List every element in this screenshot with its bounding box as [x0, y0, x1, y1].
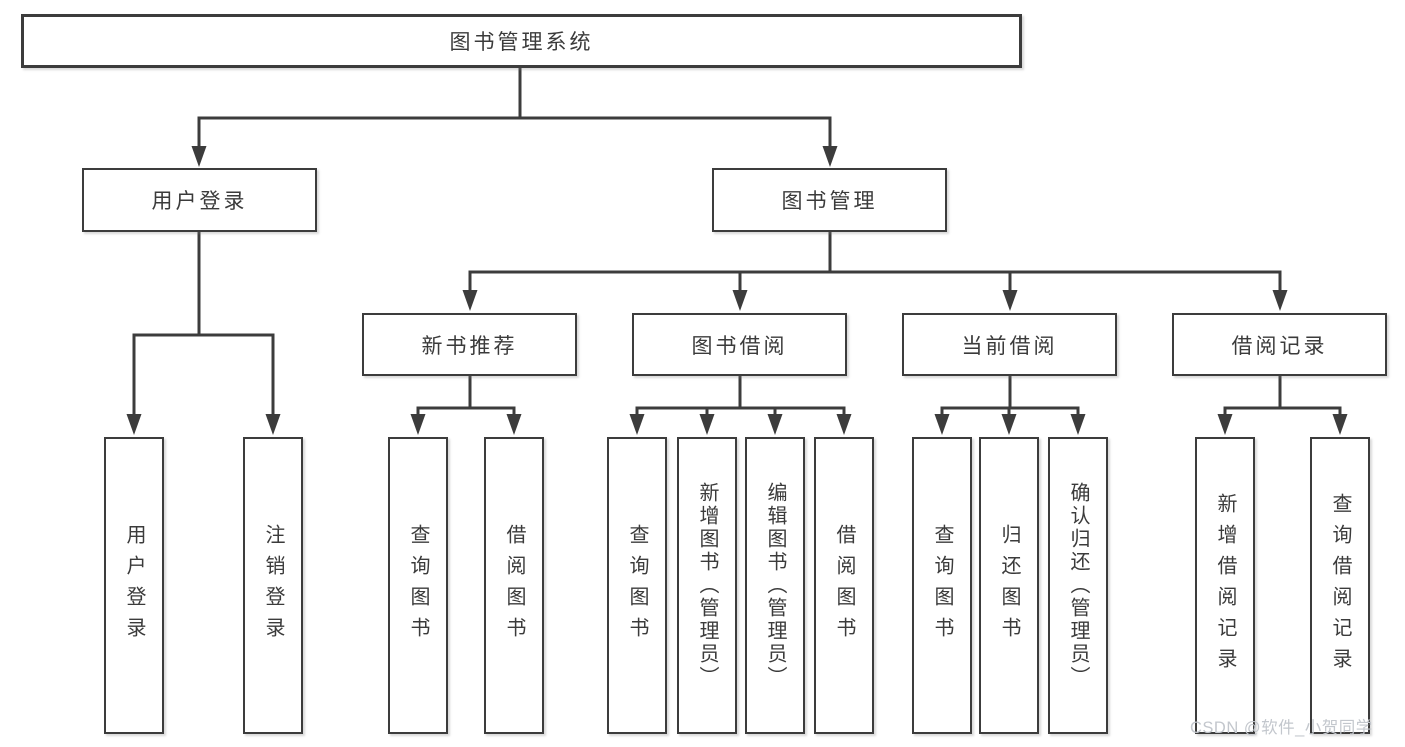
- arrowhead: [126, 414, 142, 435]
- connector-recommend-to-leaves: [416, 374, 516, 417]
- arrowhead: [629, 414, 645, 435]
- leaf-query-books-current: 查询图书: [912, 437, 972, 734]
- connector-borrow-to-leaves: [635, 374, 846, 417]
- leaf-query-borrow-record: 查询借阅记录: [1310, 437, 1370, 734]
- arrowhead: [1272, 290, 1288, 311]
- csdn-watermark: CSDN @软件_小贺同学: [1190, 719, 1373, 737]
- leaf-return-book: 归还图书: [979, 437, 1039, 734]
- node-new-book-recommend: 新书推荐: [362, 313, 577, 376]
- leaf-add-borrow-record: 新增借阅记录: [1195, 437, 1255, 734]
- node-user-login: 用户登录: [82, 168, 317, 232]
- node-current-borrow: 当前借阅: [902, 313, 1117, 376]
- arrowhead: [934, 414, 950, 435]
- arrowhead: [1217, 414, 1233, 435]
- arrowhead: [1002, 290, 1018, 311]
- arrowhead: [506, 414, 522, 435]
- leaf-user-login: 用户登录: [104, 437, 164, 734]
- connector-login-to-leaves: [132, 230, 275, 417]
- leaf-borrow-books: 借阅图书: [814, 437, 874, 734]
- arrowhead: [767, 414, 783, 435]
- arrowhead: [822, 146, 838, 167]
- leaf-query-books-borrow: 查询图书: [607, 437, 667, 734]
- arrowhead: [191, 146, 207, 167]
- arrowhead: [1001, 414, 1017, 435]
- leaf-add-book-admin: 新增图书（管理员）: [677, 437, 737, 734]
- leaf-logout: 注销登录: [243, 437, 303, 734]
- connector-root-to-level2: [197, 66, 832, 149]
- connector-mgmt-to-level3: [468, 230, 1282, 293]
- node-book-borrow: 图书借阅: [632, 313, 847, 376]
- arrowhead: [732, 290, 748, 311]
- leaf-borrow-books-recommend: 借阅图书: [484, 437, 544, 734]
- node-borrow-records: 借阅记录: [1172, 313, 1387, 376]
- arrowhead: [1070, 414, 1086, 435]
- leaf-query-books-recommend: 查询图书: [388, 437, 448, 734]
- arrowhead: [462, 290, 478, 311]
- connector-records-to-leaves: [1223, 374, 1342, 417]
- arrowhead: [265, 414, 281, 435]
- leaf-edit-book-admin: 编辑图书（管理员）: [745, 437, 805, 734]
- arrowhead: [699, 414, 715, 435]
- arrowhead: [836, 414, 852, 435]
- leaf-confirm-return-admin: 确认归还（管理员）: [1048, 437, 1108, 734]
- node-book-management: 图书管理: [712, 168, 947, 232]
- arrowhead: [1332, 414, 1348, 435]
- connector-current-to-leaves: [940, 374, 1080, 417]
- arrowhead: [410, 414, 426, 435]
- node-library-management-system: 图书管理系统: [21, 14, 1022, 68]
